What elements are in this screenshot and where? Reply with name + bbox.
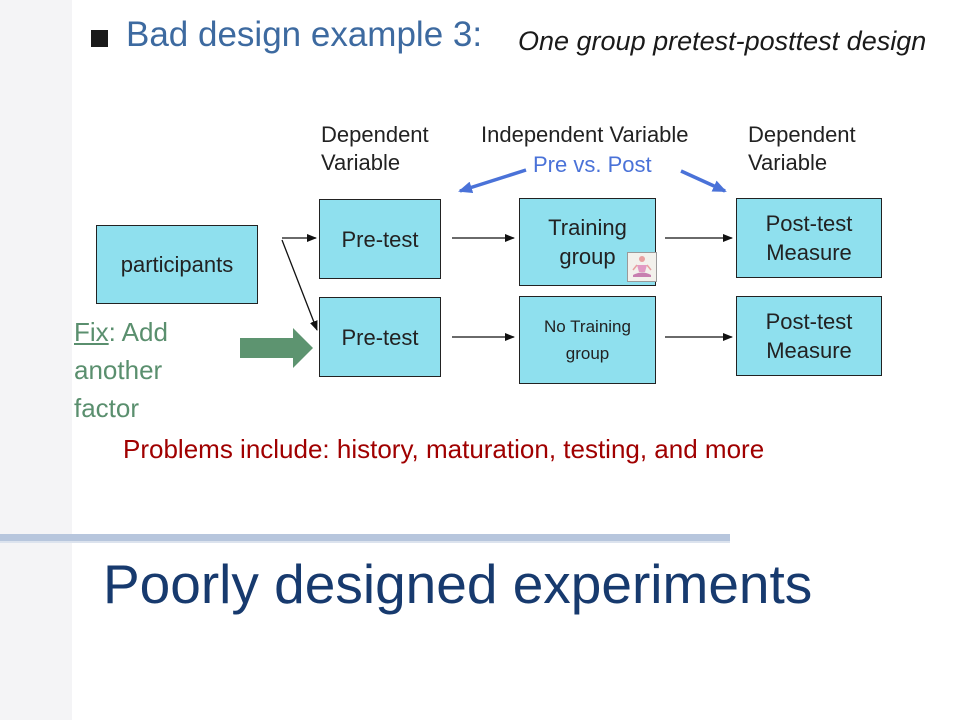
no-training-line2: group [565, 344, 610, 363]
divider-band-shadow [0, 541, 730, 543]
posttest-top-line1: Post-test [765, 211, 853, 236]
dv-left-label: Dependent Variable [321, 121, 429, 177]
dv-left-line1: Dependent [321, 122, 429, 147]
posttest-top-box: Post-test Measure [736, 198, 882, 278]
iv-sub-label: Pre vs. Post [533, 152, 652, 177]
square-bullet-icon [91, 30, 108, 47]
dv-right-label: Dependent Variable [748, 121, 856, 177]
fix-keyword: Fix [74, 317, 109, 347]
divider-band [0, 534, 730, 541]
blue-arrow-to-post [680, 169, 727, 193]
pretest-bottom-box: Pre-test [319, 297, 441, 377]
posttest-bottom-line1: Post-test [765, 309, 853, 334]
left-sidebar-strip [0, 0, 72, 720]
arrow-participants-to-pretest-bottom [281, 239, 318, 331]
fix-note: Fix: Add another factor [74, 313, 224, 427]
heading-main: Bad design example 3: [126, 15, 483, 54]
posttest-bottom-box: Post-test Measure [736, 296, 882, 376]
dv-right-line2: Variable [748, 150, 828, 175]
posttest-bottom-line2: Measure [766, 338, 852, 363]
green-fix-arrow [240, 328, 313, 368]
dv-right-line1: Dependent [748, 122, 856, 147]
participants-box: participants [96, 225, 258, 304]
heading-sub: One group pretest-posttest design [518, 26, 927, 56]
blue-arrow-to-pre [458, 168, 527, 194]
training-line2: group [559, 244, 616, 269]
meditating-person-icon [627, 252, 657, 282]
fix-rest: : Add another factor [74, 317, 168, 423]
iv-label: Independent Variable [481, 122, 689, 147]
posttest-top-line2: Measure [766, 240, 852, 265]
slide-title: Poorly designed experiments [103, 553, 813, 615]
no-training-line1: No Training [544, 317, 631, 336]
no-training-group-box: No Training group [519, 296, 656, 384]
dv-left-line2: Variable [321, 150, 401, 175]
pretest-top-box: Pre-test [319, 199, 441, 279]
problems-text: Problems include: history, maturation, t… [123, 434, 765, 464]
training-line1: Training [548, 215, 627, 240]
